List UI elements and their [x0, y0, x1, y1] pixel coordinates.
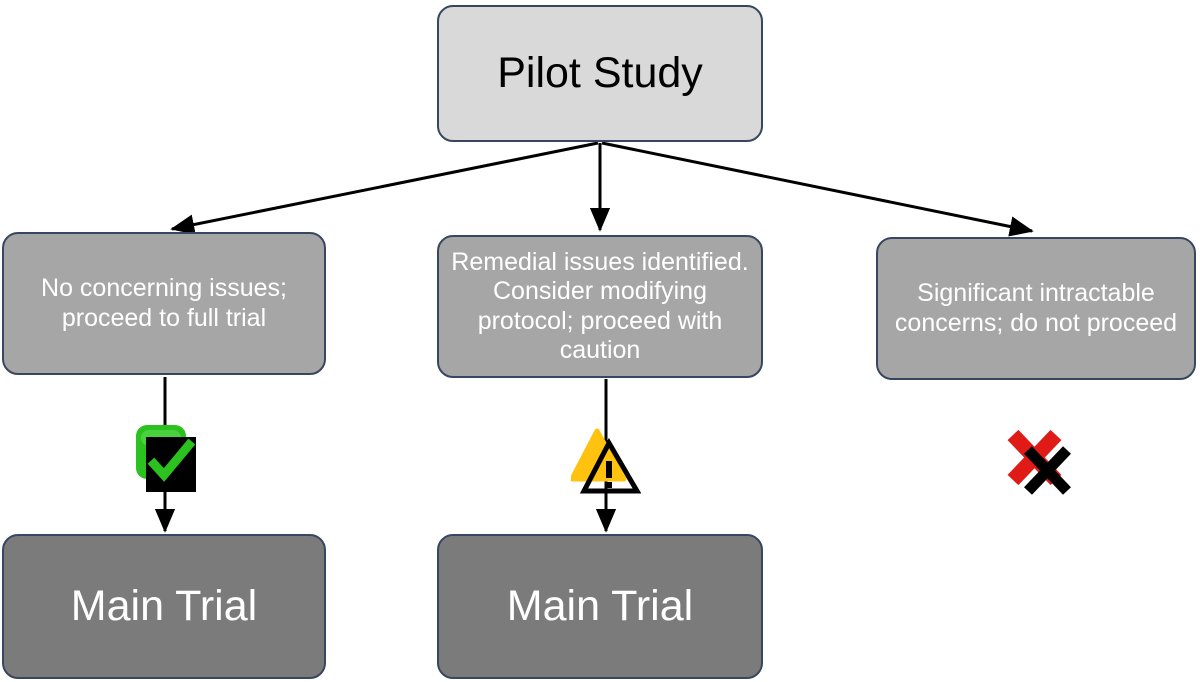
check-ok-icon — [133, 421, 201, 497]
node-outcome-significant-concerns[interactable]: Significant intractable concerns; do not… — [876, 237, 1196, 380]
node-pilot-study-label: Pilot Study — [497, 49, 703, 98]
node-pilot-study[interactable]: Pilot Study — [437, 5, 763, 142]
node-outcome-left-label: No concerning issues; proceed to full tr… — [41, 274, 287, 332]
cross-stop-icon — [1004, 428, 1076, 500]
edge-root-to-left — [170, 141, 599, 235]
node-outcome-no-concerning-issues[interactable]: No concerning issues; proceed to full tr… — [2, 232, 326, 375]
node-main-trial-left[interactable]: Main Trial — [2, 534, 326, 679]
warning-caution-icon — [571, 428, 641, 496]
node-outcome-right-label: Significant intractable concerns; do not… — [894, 279, 1178, 337]
node-main-trial-middle-label: Main Trial — [506, 582, 694, 631]
node-outcome-remedial-issues[interactable]: Remedial issues identified. Consider mod… — [437, 235, 763, 378]
node-main-trial-middle[interactable]: Main Trial — [437, 534, 763, 679]
node-main-trial-left-label: Main Trial — [70, 582, 258, 631]
node-outcome-middle-label: Remedial issues identified. Consider mod… — [451, 247, 749, 365]
edge-root-to-right — [601, 141, 1034, 237]
